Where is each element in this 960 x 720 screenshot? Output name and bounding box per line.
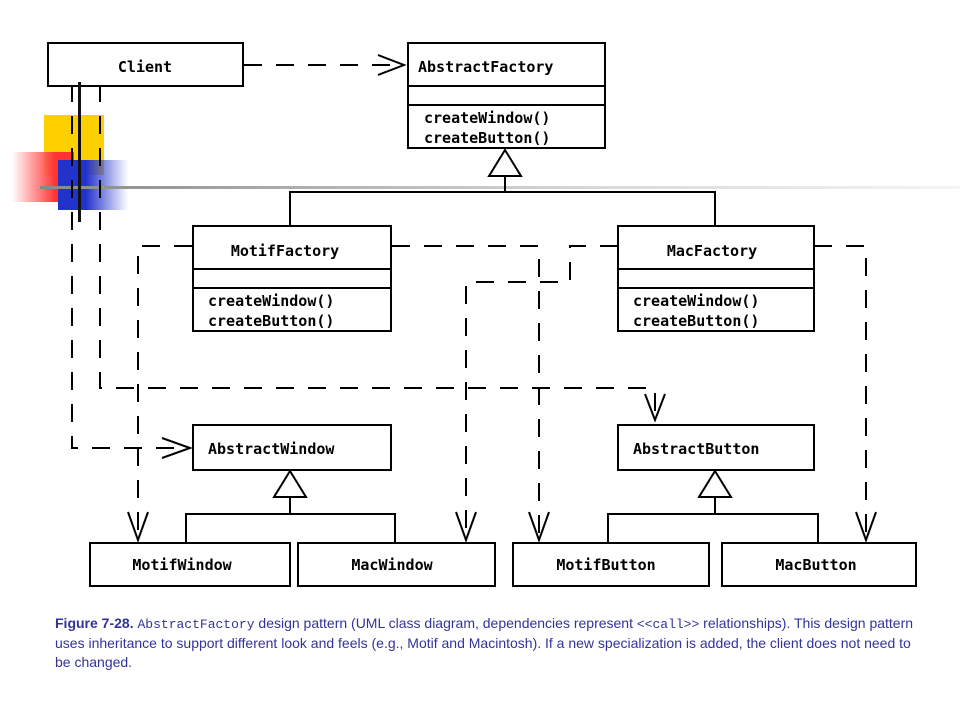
dependency-macfactory-to-macbutton [814, 245, 867, 538]
inheritance-triangle-abstractfactory [487, 148, 523, 177]
method: createButton() [424, 129, 550, 147]
class-motifbutton: MotifButton [512, 542, 710, 587]
method: createWindow() [633, 292, 759, 310]
class-macwindow: MacWindow [297, 542, 496, 587]
figure-label: Figure 7-28. [55, 615, 134, 631]
inheritance-factories [289, 176, 716, 226]
class-name: AbstractWindow [208, 440, 335, 458]
class-macfactory: MacFactory createWindow() createButton() [617, 225, 815, 332]
inheritance-triangle-abstractwindow [272, 469, 308, 498]
class-motiffactory: MotifFactory createWindow() createButton… [192, 225, 392, 332]
inheritance-triangle-abstractbutton [697, 469, 733, 498]
class-name: MacButton [775, 556, 856, 574]
decoration-vertical-rule [78, 82, 81, 222]
class-motifwindow: MotifWindow [89, 542, 291, 587]
inheritance-buttons [607, 497, 819, 543]
inheritance-windows [185, 497, 396, 543]
class-name: AbstractButton [633, 440, 759, 458]
decoration-blue-square [58, 160, 128, 210]
decoration-horizontal-rule [40, 186, 960, 189]
class-name: MacFactory [667, 242, 757, 260]
class-name: AbstractFactory [418, 58, 553, 76]
caption-text-part2: relationships). This design pattern uses… [55, 615, 914, 670]
class-name: MotifButton [556, 556, 655, 574]
method: createButton() [633, 312, 759, 330]
method: createWindow() [208, 292, 334, 310]
dependency-client-to-abstractbutton [99, 84, 656, 418]
figure-caption: Figure 7-28. AbstractFactory design patt… [55, 614, 915, 672]
dependency-motiffactory-to-motifbutton [392, 245, 540, 538]
dependency-client-to-abstractwindow [71, 84, 188, 449]
class-macbutton: MacButton [721, 542, 917, 587]
class-abstractfactory: AbstractFactory createWindow() createBut… [407, 42, 606, 149]
method: createButton() [208, 312, 334, 330]
caption-class-name: AbstractFactory [137, 617, 255, 632]
method: createWindow() [424, 109, 550, 127]
class-abstractwindow: AbstractWindow [192, 424, 392, 471]
class-abstractbutton: AbstractButton [617, 424, 815, 471]
dependency-motiffactory-to-motifwindow [137, 245, 192, 538]
dependency-lines [71, 54, 877, 543]
class-name: MacWindow [351, 556, 433, 574]
dependency-macfactory-to-macwindow [465, 245, 618, 538]
class-name: MotifFactory [231, 242, 339, 260]
caption-text-part1: design pattern (UML class diagram, depen… [254, 615, 637, 631]
class-name: MotifWindow [132, 556, 232, 574]
class-client: Client [47, 42, 244, 87]
caption-stereotype: <<call>> [636, 617, 700, 632]
class-name: Client [118, 58, 172, 76]
inheritance-lines [185, 148, 819, 543]
